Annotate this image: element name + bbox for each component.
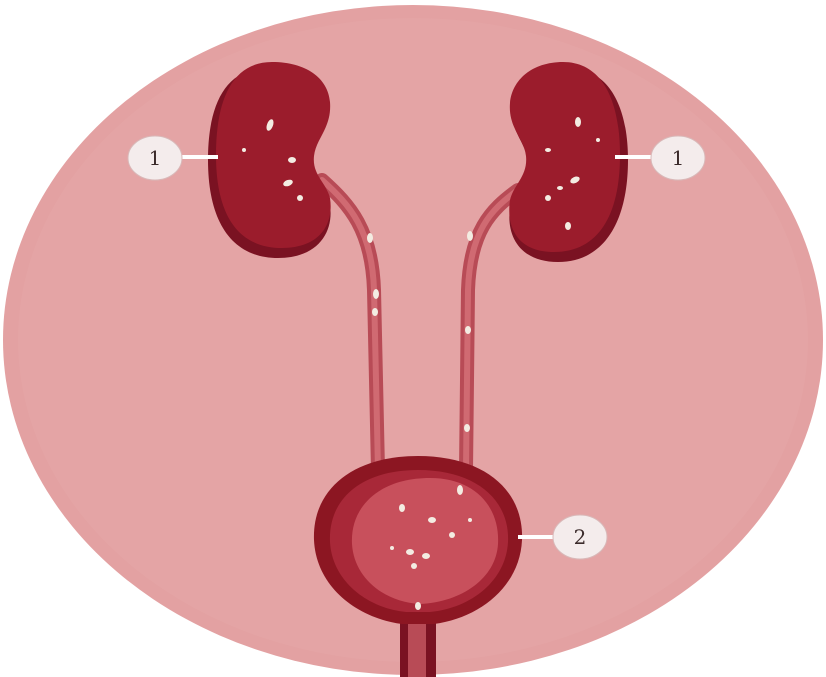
left-kidney xyxy=(208,62,331,258)
label-kidney-right: 1 xyxy=(651,136,705,180)
bladder xyxy=(314,456,522,624)
label-kidney-right-text: 1 xyxy=(672,146,685,170)
label-kidney-left: 1 xyxy=(128,136,182,180)
label-bladder: 2 xyxy=(553,515,607,559)
right-kidney xyxy=(509,62,628,262)
label-kidney-left-text: 1 xyxy=(149,146,162,170)
label-bladder-text: 2 xyxy=(574,525,587,549)
